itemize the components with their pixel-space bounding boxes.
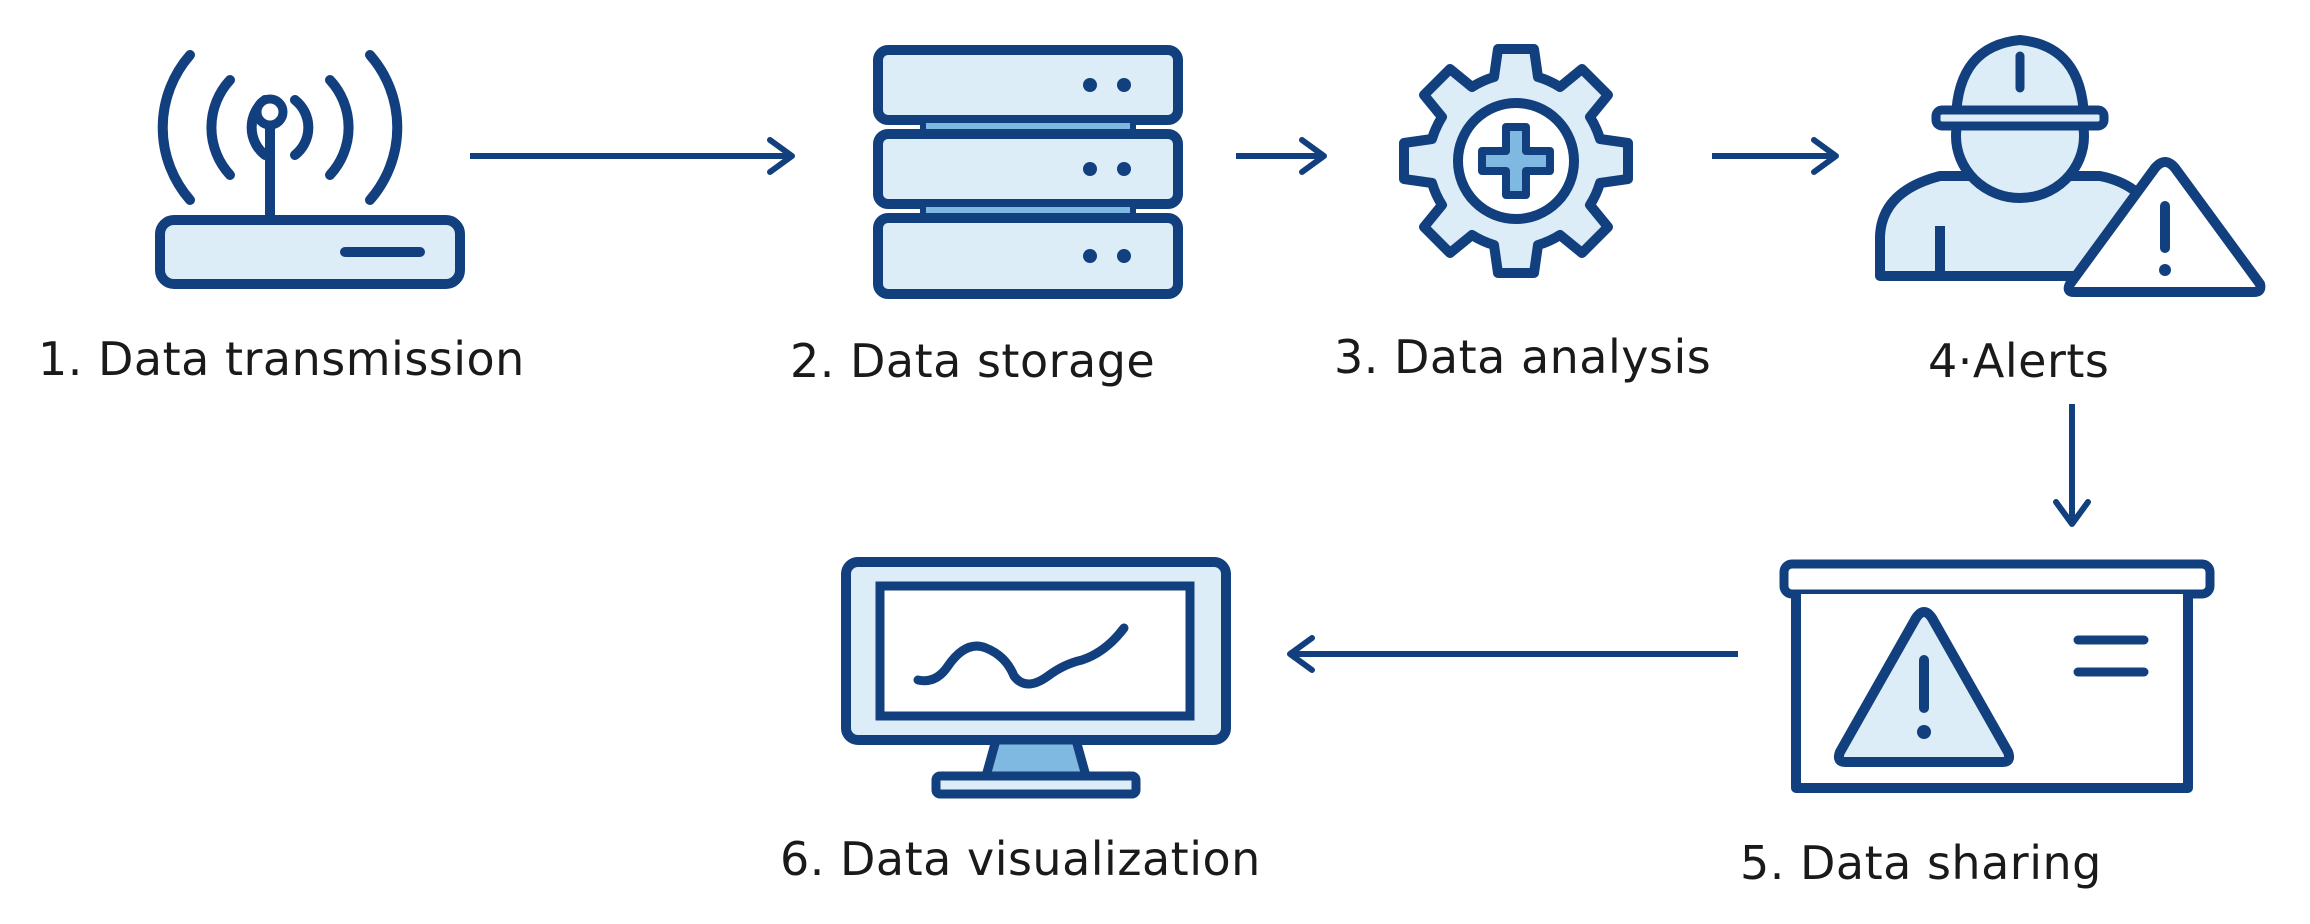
step-label-1: 1. Data transmission bbox=[38, 332, 525, 386]
monitor-chart-icon bbox=[836, 556, 1236, 802]
alert-board-icon bbox=[1772, 556, 2222, 796]
router-icon bbox=[120, 40, 480, 290]
arrow-down-icon bbox=[2052, 404, 2092, 530]
step-label-4: 4·Alerts bbox=[1928, 334, 2110, 388]
step-label-6: 6. Data visualization bbox=[780, 832, 1261, 886]
server-icon bbox=[868, 44, 1188, 304]
gear-icon bbox=[1366, 36, 1666, 286]
arrow-right-icon bbox=[1712, 136, 1842, 176]
arrow-right-icon bbox=[470, 136, 800, 176]
arrow-right-icon bbox=[1236, 136, 1330, 176]
step-label-3: 3. Data analysis bbox=[1334, 330, 1712, 384]
arrow-left-icon bbox=[1284, 634, 1738, 674]
step-label-5: 5. Data sharing bbox=[1740, 836, 2102, 890]
worker-alert-icon bbox=[1870, 26, 2270, 306]
step-label-2: 2. Data storage bbox=[790, 334, 1156, 388]
